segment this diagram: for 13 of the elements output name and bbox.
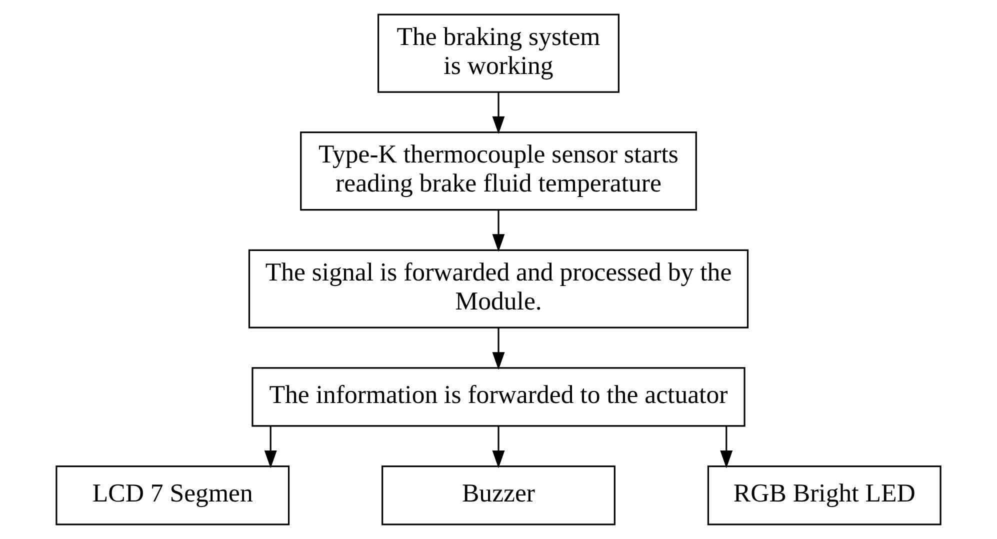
node-box: The braking system is working (378, 14, 620, 93)
node-box: Type-K thermocouple sensor starts reading brake fluid temperature (300, 132, 697, 211)
node-box: LCD 7 Segmen (56, 466, 290, 526)
arrow (264, 426, 277, 468)
node-box: The information is forwarded to the actuator (252, 367, 746, 427)
node-box: The signal is forwarded and processed by the Module. (248, 249, 749, 328)
arrow (492, 328, 505, 370)
arrow (492, 426, 505, 468)
arrow (720, 426, 733, 468)
node-box: RGB Bright LED (707, 466, 942, 526)
arrow (492, 210, 505, 252)
node-box: Buzzer (382, 466, 616, 526)
arrow (492, 92, 505, 134)
